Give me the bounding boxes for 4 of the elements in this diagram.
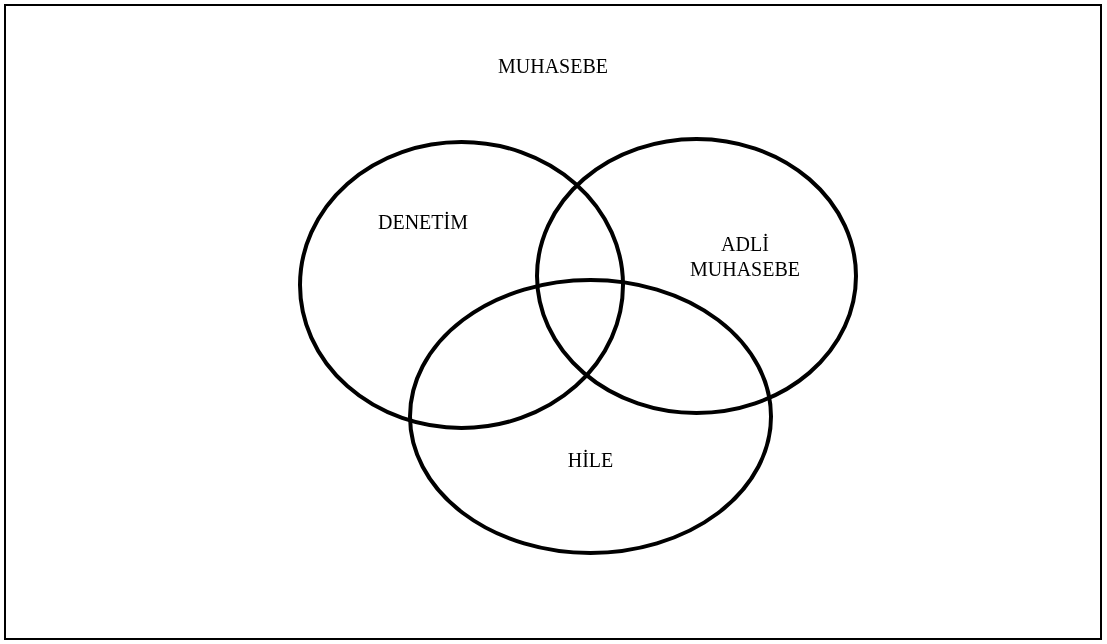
set-label: HİLE [566, 448, 615, 473]
set-label: DENETİM [377, 210, 469, 235]
set-label: ADLİ MUHASEBE [689, 232, 801, 282]
heading-label: MUHASEBE [497, 54, 609, 79]
